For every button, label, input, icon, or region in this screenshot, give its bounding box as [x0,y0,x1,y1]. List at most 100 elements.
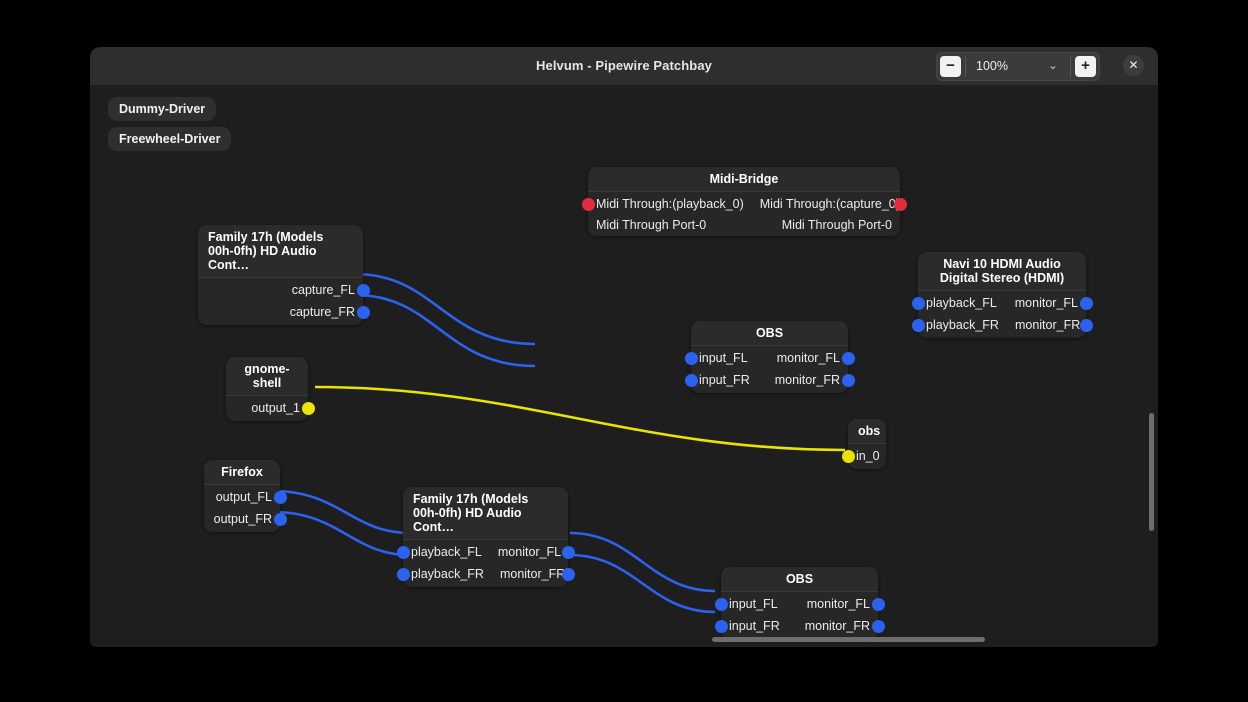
port-dot-in-0[interactable] [841,449,855,463]
port-row[interactable]: input_FR monitor_FR [714,615,885,637]
port-label-in: playback_FR [411,567,484,581]
node-midi-bridge[interactable]: Midi-Bridge Midi Through:(playback_0) Mi… [581,167,907,236]
node-obs-bottom[interactable]: OBS input_FL monitor_FL input_FR monitor… [714,567,885,639]
port-row[interactable]: playback_FL monitor_FL [911,292,1093,314]
port-row[interactable]: output_FR [204,508,287,530]
edge-capture-fl-to-input-fl [354,272,536,346]
port-row[interactable]: capture_FL [198,279,370,301]
port-dot-input-fr[interactable] [714,619,728,633]
port-row[interactable]: Midi Through Port-0 Midi Through Port-0 [588,215,900,234]
zoom-in-icon[interactable]: + [1075,56,1096,77]
port-row[interactable]: output_1 [226,397,315,419]
port-dot-output-fr[interactable] [273,512,287,526]
node-title: Firefox [204,460,280,485]
node-ports: input_FL monitor_FL input_FR monitor_FR [714,592,885,639]
port-dot-playback-fl[interactable] [396,545,410,559]
port-label-in: input_FL [699,351,748,365]
node-gnome-shell[interactable]: gnome-shell output_1 [226,357,315,421]
port-label-out: monitor_FR [774,373,840,387]
port-row[interactable]: input_FL monitor_FL [714,593,885,615]
node-ports: input_FL monitor_FL input_FR monitor_FR [684,346,855,393]
port-row[interactable]: input_FL monitor_FL [684,347,855,369]
port-dot-input-fl[interactable] [714,597,728,611]
port-row[interactable]: capture_FR [198,301,370,323]
port-dot-monitor-fl[interactable] [561,545,575,559]
connection-edges [272,272,846,614]
node-title: Family 17h (Models 00h-0fh) HD Audio Con… [198,225,363,278]
zoom-control-group[interactable]: − 100% ⌄ + [936,52,1100,81]
port-dot-output-1[interactable] [301,401,315,415]
port-dot-capture-fl[interactable] [356,283,370,297]
port-row[interactable]: playback_FL monitor_FL [396,541,575,563]
edge-output-fl-to-playback-fl [272,489,411,535]
node-title: Midi-Bridge [588,167,900,192]
close-icon[interactable]: ✕ [1123,55,1144,76]
chevron-down-icon[interactable]: ⌄ [1042,56,1071,77]
node-freewheel-driver[interactable]: Freewheel-Driver [108,127,232,151]
port-label-out: output_FR [213,512,272,526]
node-title: OBS [691,321,848,346]
port-row[interactable]: in_0 [841,445,886,467]
port-label-out: monitor_FL [497,545,562,559]
node-ports: in_0 [841,444,886,469]
node-family17h-playback[interactable]: Family 17h (Models 00h-0fh) HD Audio Con… [396,487,575,587]
edge-monitor-fr-to-input-fr [569,553,716,614]
port-label-out: output_1 [251,401,300,415]
port-label-in: playback_FL [411,545,482,559]
port-dot-monitor-fr[interactable] [841,373,855,387]
port-row[interactable]: output_FL [204,486,287,508]
port-dot-playback-fl[interactable] [911,296,925,310]
node-ports: playback_FL monitor_FL playback_FR monit… [396,540,575,587]
port-dot-midi-in[interactable] [581,197,595,211]
zoom-out-icon[interactable]: − [940,56,961,77]
port-dot-monitor-fl[interactable] [841,351,855,365]
port-label-out: capture_FL [291,283,355,297]
node-ports: output_FL output_FR [204,485,287,532]
edge-output1-to-in0 [314,385,846,452]
port-dot-monitor-fl[interactable] [1079,296,1093,310]
port-dot-monitor-fl[interactable] [871,597,885,611]
node-firefox[interactable]: Firefox output_FL output_FR [204,460,287,532]
port-label-in: input_FL [729,597,778,611]
node-title: Family 17h (Models 00h-0fh) HD Audio Con… [403,487,568,540]
port-row[interactable]: Midi Through:(playback_0) Midi Through:(… [581,193,907,215]
port-dot-output-fl[interactable] [273,490,287,504]
horizontal-scrollbar[interactable] [712,637,985,642]
port-dot-input-fl[interactable] [684,351,698,365]
port-row[interactable]: input_FR monitor_FR [684,369,855,391]
port-label-in: playback_FL [926,296,997,310]
node-obs-video[interactable]: obs in_0 [841,419,886,469]
patchbay-canvas[interactable]: Dummy-Driver Freewheel-Driver Midi-Bridg… [90,85,1158,647]
port-label-in: Midi Through:(playback_0) [596,197,744,211]
port-label-in: input_FR [729,619,780,633]
node-title: obs [848,419,886,444]
vertical-scrollbar[interactable] [1149,413,1154,531]
port-dot-monitor-fr[interactable] [871,619,885,633]
port-label-in: playback_FR [926,318,999,332]
node-dummy-driver[interactable]: Dummy-Driver [108,97,217,121]
port-dot-midi-out[interactable] [893,197,907,211]
port-label-out: monitor_FL [1014,296,1078,310]
node-family17h-capture[interactable]: Family 17h (Models 00h-0fh) HD Audio Con… [198,225,370,325]
port-dot-input-fr[interactable] [684,373,698,387]
port-label-out: Midi Through:(capture_0) [759,197,900,211]
port-label-out: monitor_FR [804,619,870,633]
node-title: gnome-shell [226,357,308,396]
node-obs-top[interactable]: OBS input_FL monitor_FL input_FR monitor… [684,321,855,393]
window-title: Helvum - Pipewire Patchbay [536,58,712,73]
node-title: OBS [721,567,878,592]
port-dot-monitor-fr[interactable] [561,567,575,581]
zoom-level-value[interactable]: 100% [965,56,1042,77]
port-row[interactable]: playback_FR monitor_FR [911,314,1093,336]
port-row[interactable]: playback_FR monitor_FR [396,563,575,585]
port-label-in: in_0 [856,449,880,463]
edge-output-fr-to-playback-fr [272,510,411,557]
port-dot-capture-fr[interactable] [356,305,370,319]
title-bar[interactable]: Helvum - Pipewire Patchbay − 100% ⌄ + ✕ [90,47,1158,86]
edge-monitor-fl-to-input-fl [569,531,716,593]
node-navi10-hdmi[interactable]: Navi 10 HDMI Audio Digital Stereo (HDMI)… [911,252,1093,338]
port-dot-monitor-fr[interactable] [1079,318,1093,332]
port-dot-playback-fr[interactable] [396,567,410,581]
port-label-in: input_FR [699,373,750,387]
port-dot-playback-fr[interactable] [911,318,925,332]
